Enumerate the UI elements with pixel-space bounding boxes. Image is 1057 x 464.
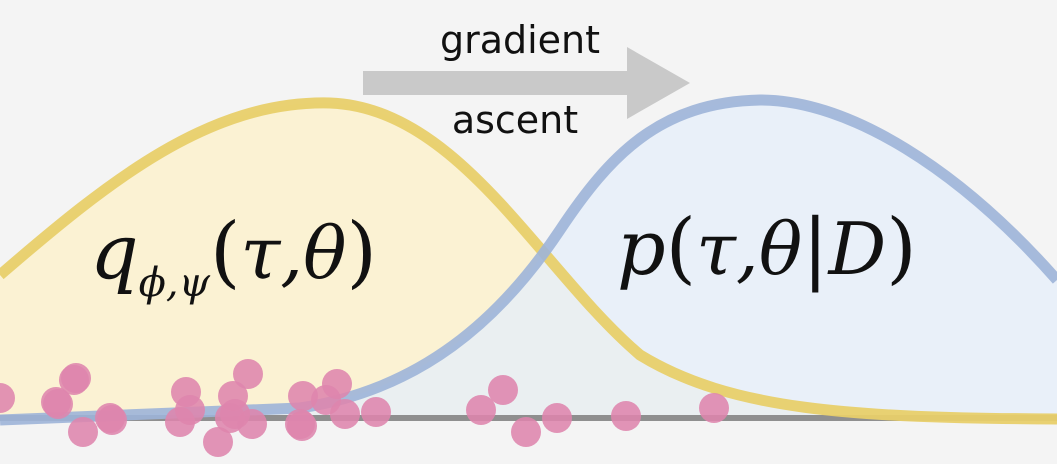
p-symbol: p <box>617 203 666 292</box>
sample-point <box>0 383 15 413</box>
sample-point <box>220 399 250 429</box>
arrow-label-line2: ascent <box>452 98 578 142</box>
sample-points <box>0 359 729 457</box>
sample-point <box>542 403 572 433</box>
sample-point <box>488 375 518 405</box>
p-open-paren: ( <box>666 203 696 293</box>
p-bar: | <box>802 203 828 293</box>
arrow-shape <box>363 47 690 119</box>
gradient-ascent-arrow: gradient ascent <box>363 18 690 142</box>
q-subscript: ϕ,ψ <box>139 260 211 306</box>
sample-point <box>330 399 360 429</box>
sample-point <box>288 381 318 411</box>
sample-point <box>699 393 729 423</box>
q-args: τ,θ <box>240 211 346 295</box>
sample-point <box>175 395 205 425</box>
q-symbol: q <box>90 207 139 296</box>
sample-point <box>285 409 315 439</box>
q-density-fill <box>0 102 1057 420</box>
sample-point <box>361 397 391 427</box>
p-density-curve <box>0 94 1057 426</box>
sample-point <box>322 369 352 399</box>
q-distribution-label: qϕ,ψ(τ,θ) <box>90 207 377 306</box>
p-density-fill <box>0 100 1057 420</box>
arrow-label-line1: gradient <box>440 18 600 62</box>
sample-point <box>611 401 641 431</box>
sample-point <box>466 395 496 425</box>
p-close-paren: ) <box>886 203 916 293</box>
sample-point <box>68 417 98 447</box>
p-args: τ,θ <box>696 207 802 291</box>
sample-point <box>59 365 89 395</box>
sample-point <box>41 387 71 417</box>
q-open-paren: ( <box>210 207 240 297</box>
q-density-curve <box>0 97 1057 425</box>
sample-point <box>95 403 125 433</box>
sample-point <box>203 427 233 457</box>
sample-point <box>511 417 541 447</box>
p-given: D <box>826 207 886 291</box>
sample-point <box>233 359 263 389</box>
p-distribution-label: p(τ,θ|D) <box>617 203 917 293</box>
q-close-paren: ) <box>347 207 377 297</box>
